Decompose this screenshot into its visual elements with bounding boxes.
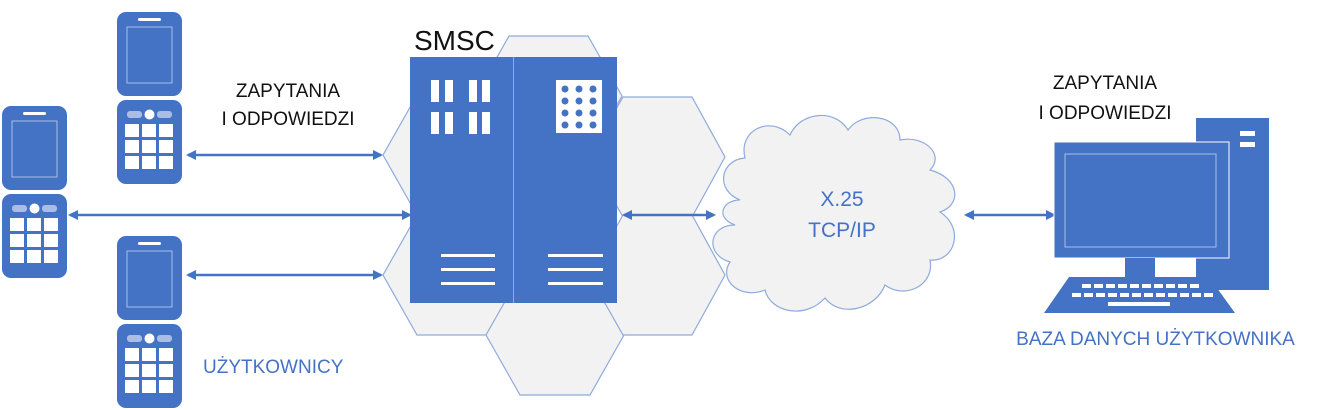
users-label: UŻYTKOWNICY bbox=[203, 357, 344, 378]
mobile-phone-icon bbox=[1, 105, 68, 279]
mobile-phone-icon bbox=[116, 11, 183, 185]
mobile-phone-icon bbox=[116, 235, 183, 409]
left-requests-label-1: ZAPYTANIA bbox=[235, 81, 341, 102]
smsc-title: SMSC bbox=[414, 25, 495, 56]
database-label: BAZA DANYCH UŻYTKOWNIKA bbox=[1016, 329, 1295, 350]
desktop-computer-icon bbox=[1044, 118, 1269, 313]
right-requests-label-1: ZAPYTANIA bbox=[1052, 73, 1158, 94]
left-requests-label-2: I ODPOWIEDZI bbox=[221, 109, 355, 130]
network-label-1: X.25 bbox=[820, 188, 864, 211]
right-requests-label-2: I ODPOWIEDZI bbox=[1038, 103, 1172, 124]
network-label-2: TCP/IP bbox=[808, 219, 876, 242]
network-cloud-icon bbox=[712, 115, 956, 312]
smsc-server-icon bbox=[410, 57, 617, 303]
